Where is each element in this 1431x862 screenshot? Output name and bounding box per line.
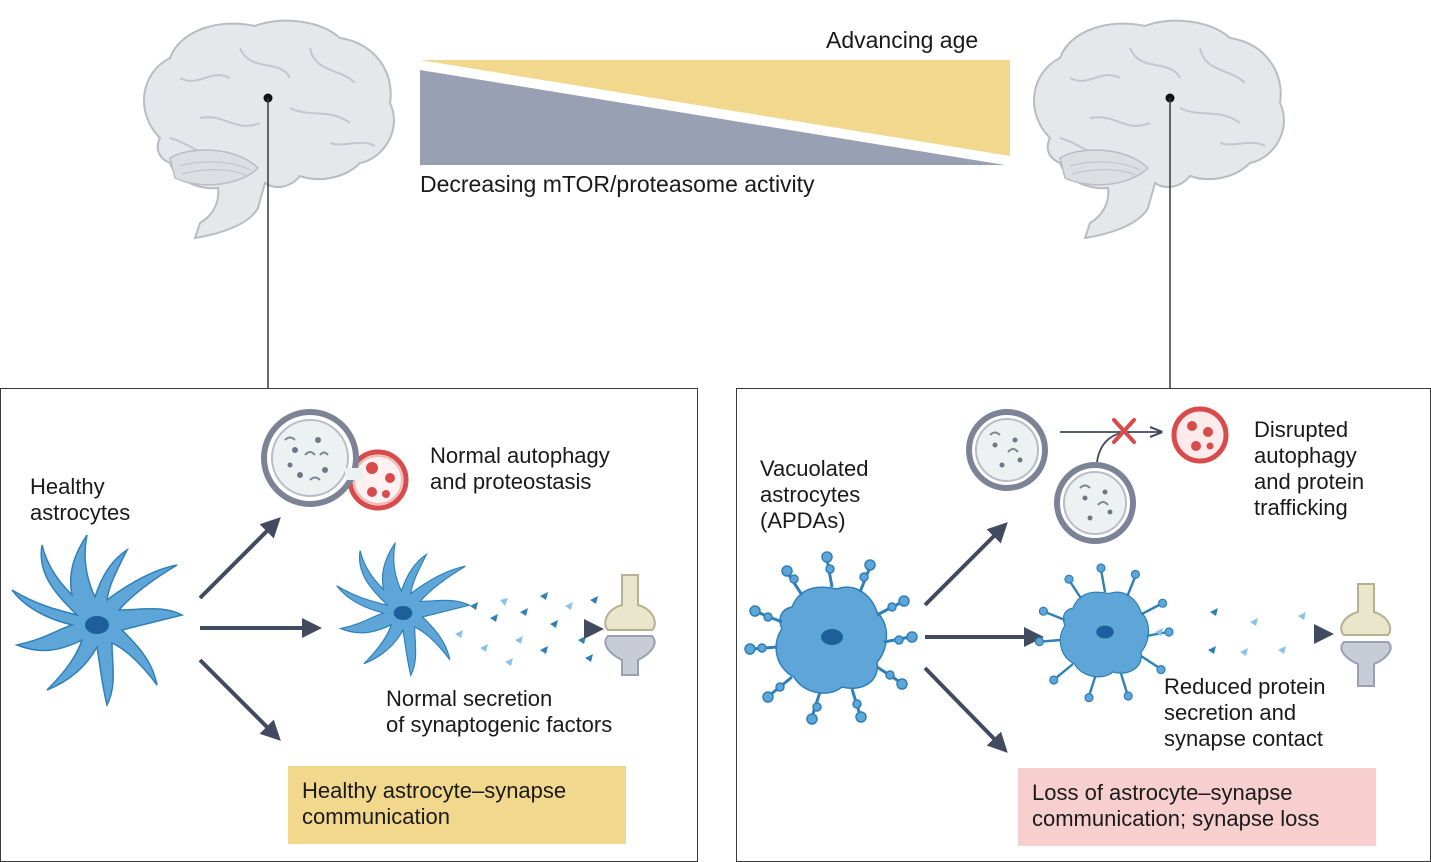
loss-communication-box: Loss of astrocyte–synapse communication;… bbox=[1018, 768, 1376, 846]
healthy-astrocytes-line1: Healthy bbox=[30, 474, 105, 499]
aged-synapse bbox=[1340, 583, 1392, 687]
disrupted-line3: and protein bbox=[1254, 469, 1365, 494]
vacuolated-line2: astrocytes bbox=[760, 482, 861, 507]
healthy-astrocytes-line2: astrocytes bbox=[30, 500, 131, 525]
vacuolated-line3: (APDAs) bbox=[760, 508, 846, 533]
decreasing-activity-label: Decreasing mTOR/proteasome activity bbox=[420, 171, 815, 197]
synaptogenic-factors bbox=[455, 592, 598, 666]
disrupted-autophagy-illustration bbox=[966, 406, 1229, 544]
healthy-communication-line2: communication bbox=[302, 804, 450, 829]
healthy-astrocyte-large bbox=[11, 534, 185, 708]
vacuolated-astrocyte-small bbox=[1034, 563, 1174, 703]
vacuolated-line1: Vacuolated bbox=[760, 456, 869, 481]
loss-communication-line2: communication; synapse loss bbox=[1032, 806, 1320, 831]
healthy-synapse bbox=[604, 574, 656, 676]
arrow-to-autophagy bbox=[198, 517, 281, 600]
activity-wedge bbox=[420, 70, 1005, 165]
vacuolated-astrocyte-large bbox=[744, 551, 918, 725]
arrow-to-outcome bbox=[198, 658, 281, 741]
healthy-astrocyte-small bbox=[336, 542, 471, 678]
healthy-communication-box: Healthy astrocyte–synapse communication bbox=[288, 766, 626, 844]
advancing-age-label: Advancing age bbox=[826, 27, 979, 53]
normal-autophagy-line1: Normal autophagy bbox=[430, 443, 610, 468]
loss-communication-line1: Loss of astrocyte–synapse bbox=[1032, 780, 1293, 805]
arrow-to-loss-outcome bbox=[923, 666, 1008, 753]
healthy-communication-line1: Healthy astrocyte–synapse bbox=[302, 778, 567, 803]
normal-secretion-label: Normal secretion of synaptogenic factors bbox=[386, 686, 612, 738]
reduced-line1: Reduced protein bbox=[1164, 674, 1326, 699]
disrupted-line1: Disrupted bbox=[1254, 417, 1349, 442]
reduced-secreted-factors bbox=[1155, 608, 1306, 656]
healthy-astrocytes-label: Healthy astrocytes bbox=[30, 474, 130, 526]
vacuolated-astrocytes-label: Vacuolated astrocytes (APDAs) bbox=[760, 456, 868, 534]
normal-secretion-line1: Normal secretion bbox=[386, 686, 553, 711]
left-brain-illustration bbox=[143, 19, 395, 240]
normal-autophagy-label: Normal autophagy and proteostasis bbox=[430, 443, 610, 495]
reduced-line3: synapse contact bbox=[1164, 726, 1323, 751]
advancing-age-wedge bbox=[420, 60, 1010, 156]
disrupted-autophagy-label: Disrupted autophagy and protein traffick… bbox=[1254, 417, 1364, 521]
right-brain-illustration bbox=[1033, 19, 1285, 240]
normal-autophagy-line2: and proteostasis bbox=[430, 469, 592, 494]
reduced-line2: secretion and bbox=[1164, 700, 1297, 725]
disrupted-line4: trafficking bbox=[1254, 495, 1348, 520]
disrupted-line2: autophagy bbox=[1254, 443, 1357, 468]
normal-autophagy-illustration bbox=[261, 409, 409, 511]
arrow-to-disrupted-autophagy bbox=[923, 522, 1008, 607]
reduced-secretion-label: Reduced protein secretion and synapse co… bbox=[1164, 674, 1325, 752]
normal-secretion-line2: of synaptogenic factors bbox=[386, 712, 613, 737]
